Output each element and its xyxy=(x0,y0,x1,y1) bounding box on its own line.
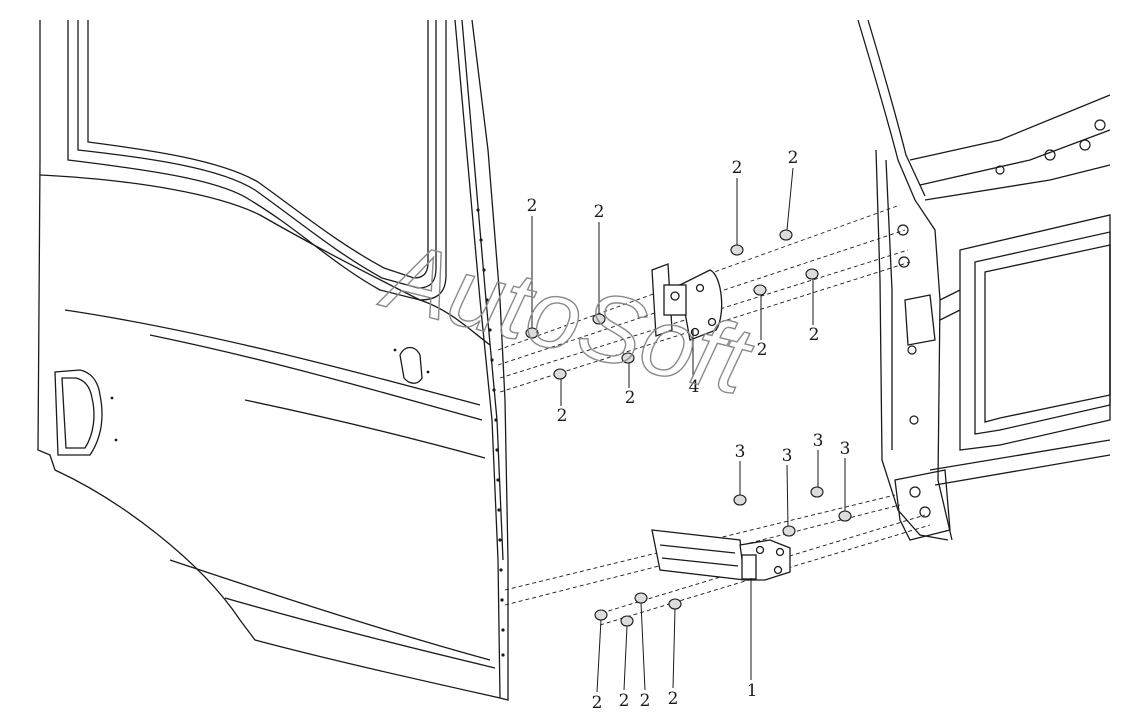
callout-bolt-upper-8: 2 xyxy=(809,325,820,345)
lower-hinge xyxy=(651,529,791,581)
callout-lower-hinge: 1 xyxy=(747,681,758,701)
watermark-text: AutoSoft xyxy=(371,221,762,416)
callout-nut-4: 3 xyxy=(840,439,851,459)
callout-bolt-lower-2: 2 xyxy=(619,691,630,711)
callout-bolt-lower-1: 2 xyxy=(592,693,603,713)
callout-bolt-upper-6: 2 xyxy=(788,148,799,168)
door-panel xyxy=(37,19,509,701)
callout-nut-1: 3 xyxy=(735,442,746,462)
cab-pillar-frame xyxy=(857,19,1111,541)
callout-nut-2: 3 xyxy=(782,446,793,466)
callout-bolt-upper-5: 2 xyxy=(732,158,743,178)
callout-bolt-upper-7: 2 xyxy=(757,340,768,360)
leader-lines xyxy=(531,167,846,693)
callout-bolt-lower-3: 2 xyxy=(640,691,651,711)
callout-bolt-upper-3: 2 xyxy=(557,406,568,426)
door-edge-fasteners xyxy=(110,208,505,657)
callout-nut-3: 3 xyxy=(813,431,824,451)
callout-bolt-lower-4: 2 xyxy=(668,689,679,709)
upper-hinge xyxy=(651,263,723,341)
callout-upper-hinge: 4 xyxy=(689,377,700,397)
callout-bolt-upper-2: 2 xyxy=(594,202,605,222)
cab-pillar-holes xyxy=(897,119,1106,518)
callout-bolt-upper-1: 2 xyxy=(527,196,538,216)
callout-bolt-upper-4: 2 xyxy=(625,388,636,408)
callout-labels: 2 2 2 2 2 2 2 2 4 3 3 3 3 2 2 2 2 1 xyxy=(527,148,851,713)
